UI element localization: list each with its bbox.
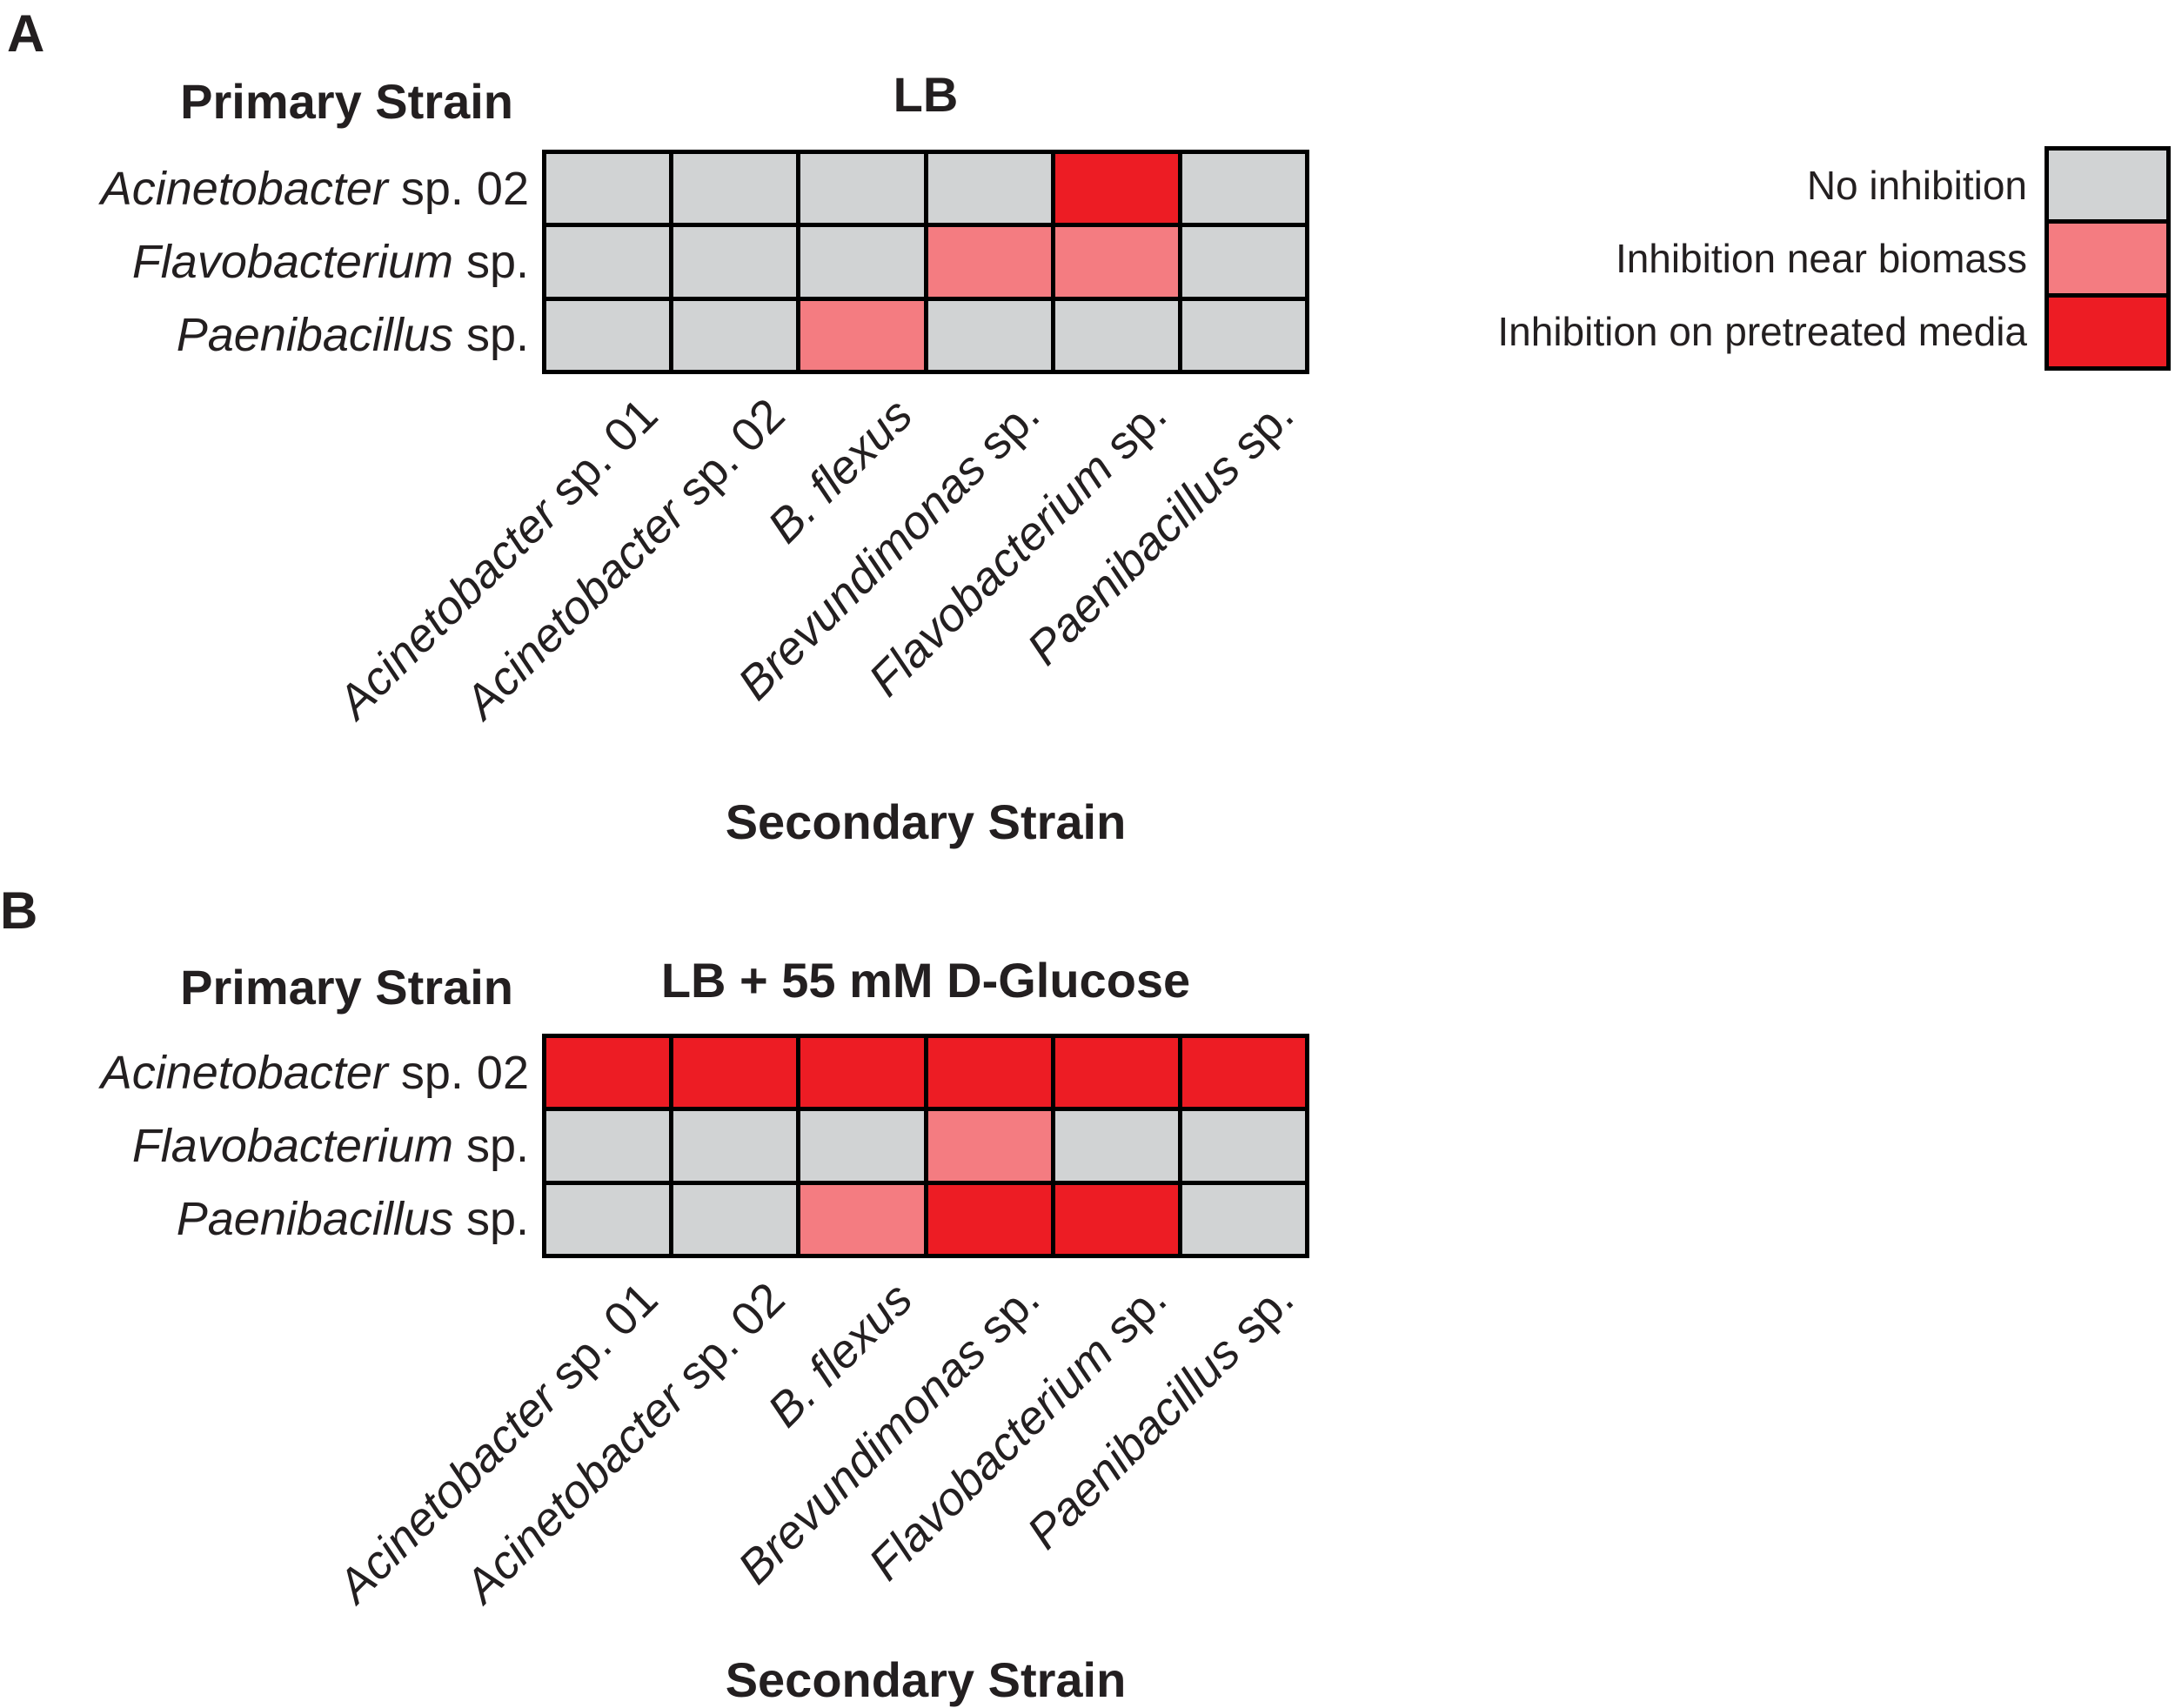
row-label: Paenibacillus sp. [0,308,529,362]
species-genus-text: Acinetobacter [100,1046,388,1099]
species-genus-text: Flavobacterium [131,1120,453,1172]
row-label: Flavobacterium sp. [0,1119,529,1173]
legend-swatch-near [2049,224,2166,293]
heatmap-cell [546,1038,670,1108]
heatmap-cell [800,1038,924,1108]
legend-swatch-pretreated [2049,297,2166,366]
row-label: Paenibacillus sp. [0,1192,529,1246]
row-label: Acinetobacter sp. 02 [0,1046,529,1100]
panel-letter-b: B [0,881,38,940]
heatmap-cell [927,1038,1051,1108]
species-genus-text: Flavobacterium [131,236,453,288]
heatmap-cell [1181,154,1305,224]
species-suffix-text: sp. 02 [387,162,529,215]
heatmap-cell [1054,1111,1178,1181]
heatmap-cell [927,1111,1051,1181]
species-genus-text: Acinetobacter [328,1372,569,1613]
heatmap-cell [927,154,1051,224]
heatmap-cell [546,1184,670,1254]
heatmap-cell [1054,300,1178,370]
secondary-strain-title: Secondary Strain [725,794,1127,849]
medium-title: LB [893,67,959,122]
panel-letter-a: A [7,4,45,63]
primary-strain-title: Primary Strain [180,74,513,129]
heatmap-cell [1054,154,1178,224]
heatmap-cell [800,154,924,224]
heatmap-cell [673,227,797,297]
heatmap-cell [1181,1038,1305,1108]
heatmap-cell [1181,300,1305,370]
medium-title: LB + 55 mM D-Glucose [660,953,1191,1008]
legend-label: Inhibition near biomass [1615,236,2027,281]
heatmap-cell [800,1184,924,1254]
heatmap-cell [800,227,924,297]
legend-label: No inhibition [1806,162,2027,208]
species-genus-text: Acinetobacter [455,488,696,729]
species-genus-text: Acinetobacter [100,162,388,215]
species-genus-text: Acinetobacter [328,488,569,729]
heatmap-cell [1181,227,1305,297]
species-suffix-text: sp. [452,1120,529,1172]
species-suffix-text: sp. [452,236,529,288]
row-label: Acinetobacter sp. 02 [0,162,529,216]
heatmap-cell [546,1111,670,1181]
species-suffix-text: sp. [452,309,529,362]
heatmap-cell [927,227,1051,297]
heatmap-cell [546,300,670,370]
species-suffix-text: sp. 02 [387,1046,529,1099]
legend-swatch-none [2049,151,2166,220]
heatmap-cell [1054,1038,1178,1108]
species-genus-text: Acinetobacter [455,1372,696,1613]
row-label: Flavobacterium sp. [0,235,529,289]
heatmap-cell [673,1184,797,1254]
heatmap-cell [1054,227,1178,297]
heatmap-cell [1181,1184,1305,1254]
heatmap-cell [1054,1184,1178,1254]
heatmap-grid-a [542,150,1309,374]
heatmap-cell [800,300,924,370]
heatmap-cell [673,1111,797,1181]
heatmap-cell [800,1111,924,1181]
heatmap-cell [546,227,670,297]
heatmap-cell [673,300,797,370]
legend-label: Inhibition on pretreated media [1497,309,2027,355]
secondary-strain-title: Secondary Strain [725,1652,1127,1707]
heatmap-cell [673,1038,797,1108]
heatmap-grid-b [542,1034,1309,1258]
species-suffix-text: sp. [452,1193,529,1246]
heatmap-cell [927,1184,1051,1254]
species-genus-text: Paenibacillus [176,309,453,362]
heatmap-cell [927,300,1051,370]
heatmap-cell [1181,1111,1305,1181]
species-genus-text: Paenibacillus [176,1193,453,1246]
primary-strain-title: Primary Strain [180,960,513,1015]
heatmap-cell [546,154,670,224]
heatmap-cell [673,154,797,224]
legend-swatch-column [2044,146,2171,371]
